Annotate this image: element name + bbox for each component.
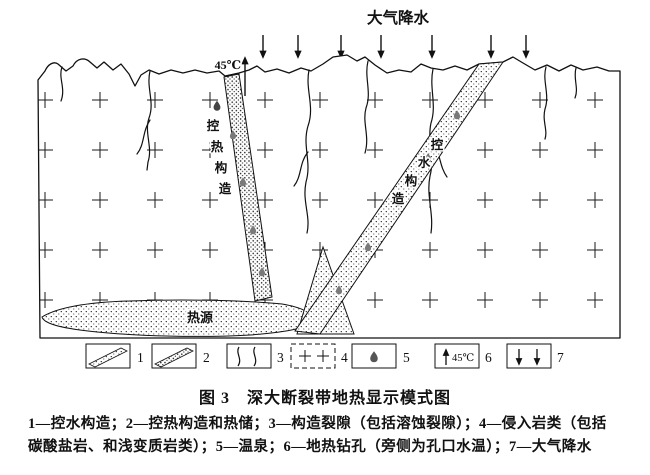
legend-number: 3 [277,350,284,365]
figure-description: 1—控水构造；2—控热构造和热储；3—构造裂隙（包括溶蚀裂隙）；4—侵入岩类（包… [0,408,650,459]
borehole-group: 45℃ [213,56,249,96]
legend-item-water-structure: 1 [85,343,144,369]
diagonal-band-dense-swatch [154,347,194,368]
water-structure-label: 控 水 构 造 [390,136,445,208]
fracture-line [136,119,151,155]
borehole-temperature: 45℃ [215,58,241,72]
fracture-lines-group [60,60,578,234]
legend-number: 7 [557,350,564,365]
svg-text:水: 水 [418,155,431,170]
heat-controlling-structure-band [223,73,273,302]
fracture-line [146,70,152,171]
svg-text:造: 造 [392,191,405,206]
legend-item-heat-structure: 2 [151,343,210,369]
fracture-line [293,151,309,187]
heat-source-label: 热源 [187,310,213,325]
water-controlling-structure-band [294,61,504,335]
legend-number: 1 [137,350,144,365]
description-line-2: 碳酸盐岩、和浅变质岩类）；5—温泉；6—地热钻孔（旁侧为孔口水温）；7—大气降水 [28,439,592,455]
bedrock-cross-section [37,54,621,339]
fracture-line [364,60,369,154]
svg-text:构: 构 [405,173,418,188]
legend-item-hot-spring: 5 [351,343,410,369]
legend-number: 2 [203,350,210,365]
heat-structure-label: 控 热 构 造 [205,117,233,198]
wavy-line-swatch [253,346,257,367]
legend-number: 5 [403,350,410,365]
legend-item-borehole: 45℃ 6 [434,343,492,369]
wavy-line-swatch [237,346,241,367]
diagonal-band-swatch [88,347,128,368]
fracture-line [60,66,64,102]
svg-text:构: 构 [215,160,228,175]
legend-borehole-temp: 45℃ [452,353,475,364]
svg-text:造: 造 [219,181,232,196]
legend-item-precipitation: 7 [506,343,564,369]
precipitation-label: 大气降水 [367,8,430,27]
svg-text:控: 控 [207,118,220,133]
legend-item-intrusive-rock: 4 [290,343,348,369]
svg-text:热: 热 [211,139,224,154]
figure-caption: 图 3 深大断裂带地热显示模式图 [198,390,451,407]
plus-symbols-swatch [299,350,329,362]
legend-number: 4 [341,350,348,365]
svg-text:控: 控 [431,137,444,152]
legend: 1 2 3 4 [85,343,564,369]
legend-number: 6 [485,350,492,365]
fracture-line [543,66,548,140]
description-line-1: 1—控水构造；2—控热构造和热储；3—构造裂隙（包括溶蚀裂隙）；4—侵入岩类（包… [28,416,607,432]
legend-item-fracture: 3 [226,343,284,369]
precipitation-arrows-group [259,35,530,59]
fracture-line [574,67,578,99]
geothermal-model-diagram: 大气降水 [37,8,621,369]
